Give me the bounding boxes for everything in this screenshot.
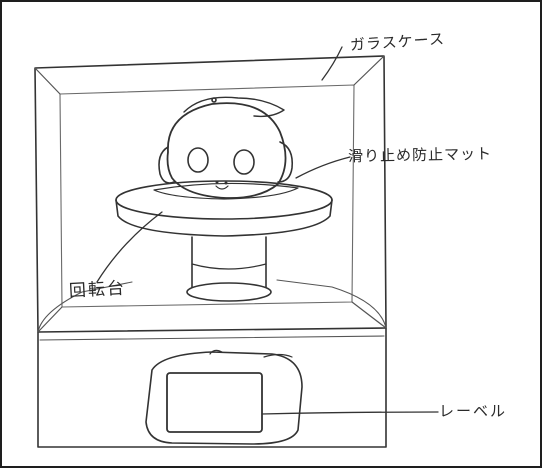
label-non-slip-mat: 滑り止め防止マット <box>347 144 493 166</box>
non-slip-mat-drawing <box>153 182 299 200</box>
robot-head-drawing <box>158 96 294 199</box>
base-cabinet <box>37 279 387 448</box>
leader-level <box>261 411 439 415</box>
label-level: レーベル <box>439 402 508 420</box>
turntable-drawing <box>115 180 333 302</box>
level-unit-drawing <box>145 349 303 445</box>
label-turntable: 回転台 <box>68 278 127 302</box>
leader-non-slip-mat <box>295 156 351 179</box>
leader-glass-case <box>321 46 343 81</box>
leader-turntable <box>96 211 163 283</box>
